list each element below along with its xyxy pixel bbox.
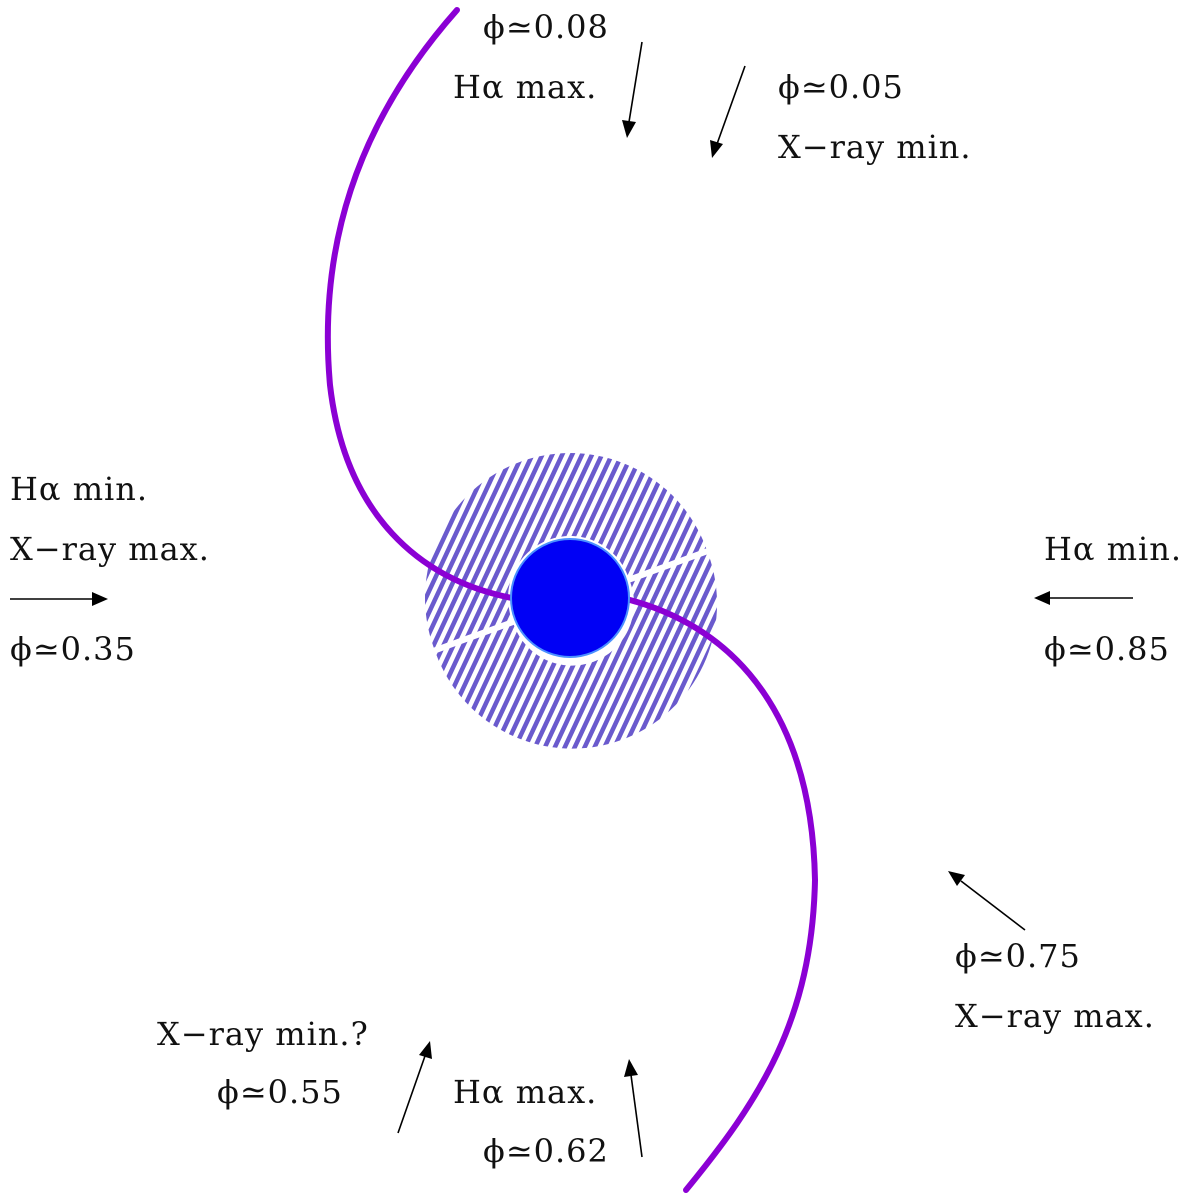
arrow-lower-right [948, 871, 1026, 931]
label-top-center-phase: ϕ≃0.08 [483, 8, 609, 46]
label-bottom-left-event: X−ray min.? [157, 1015, 369, 1053]
label-top-right-phase: ϕ≃0.05 [778, 68, 904, 106]
label-right-phase: ϕ≃0.85 [1044, 630, 1170, 668]
arrow-bottom-left [397, 1041, 432, 1134]
disk-upper-hatched-region [425, 453, 707, 648]
label-left-event-2: X−ray max. [10, 530, 210, 568]
arrow-bottom-center [624, 1059, 643, 1158]
spiral-arm-upper [324, 7, 515, 601]
label-lower-right-phase: ϕ≃0.75 [955, 937, 1081, 975]
label-top-right-event: X−ray min. [778, 128, 972, 166]
label-bottom-center-phase: ϕ≃0.62 [483, 1132, 609, 1170]
arrow-right [1034, 591, 1133, 605]
label-bottom-center-event: Hα max. [453, 1073, 597, 1111]
label-lower-right-event: X−ray max. [955, 997, 1155, 1035]
arrow-top-center [622, 41, 643, 138]
label-top-center-event: Hα max. [453, 68, 597, 106]
label-right-event: Hα min. [1044, 530, 1182, 568]
arrow-top-right [710, 65, 746, 158]
label-left-event-1: Hα min. [10, 470, 148, 508]
central-star [510, 538, 630, 658]
spiral-arm-lower [627, 597, 819, 1193]
label-bottom-left-phase: ϕ≃0.55 [217, 1073, 343, 1111]
arrow-left [10, 592, 108, 606]
label-left-phase: ϕ≃0.35 [10, 630, 136, 668]
